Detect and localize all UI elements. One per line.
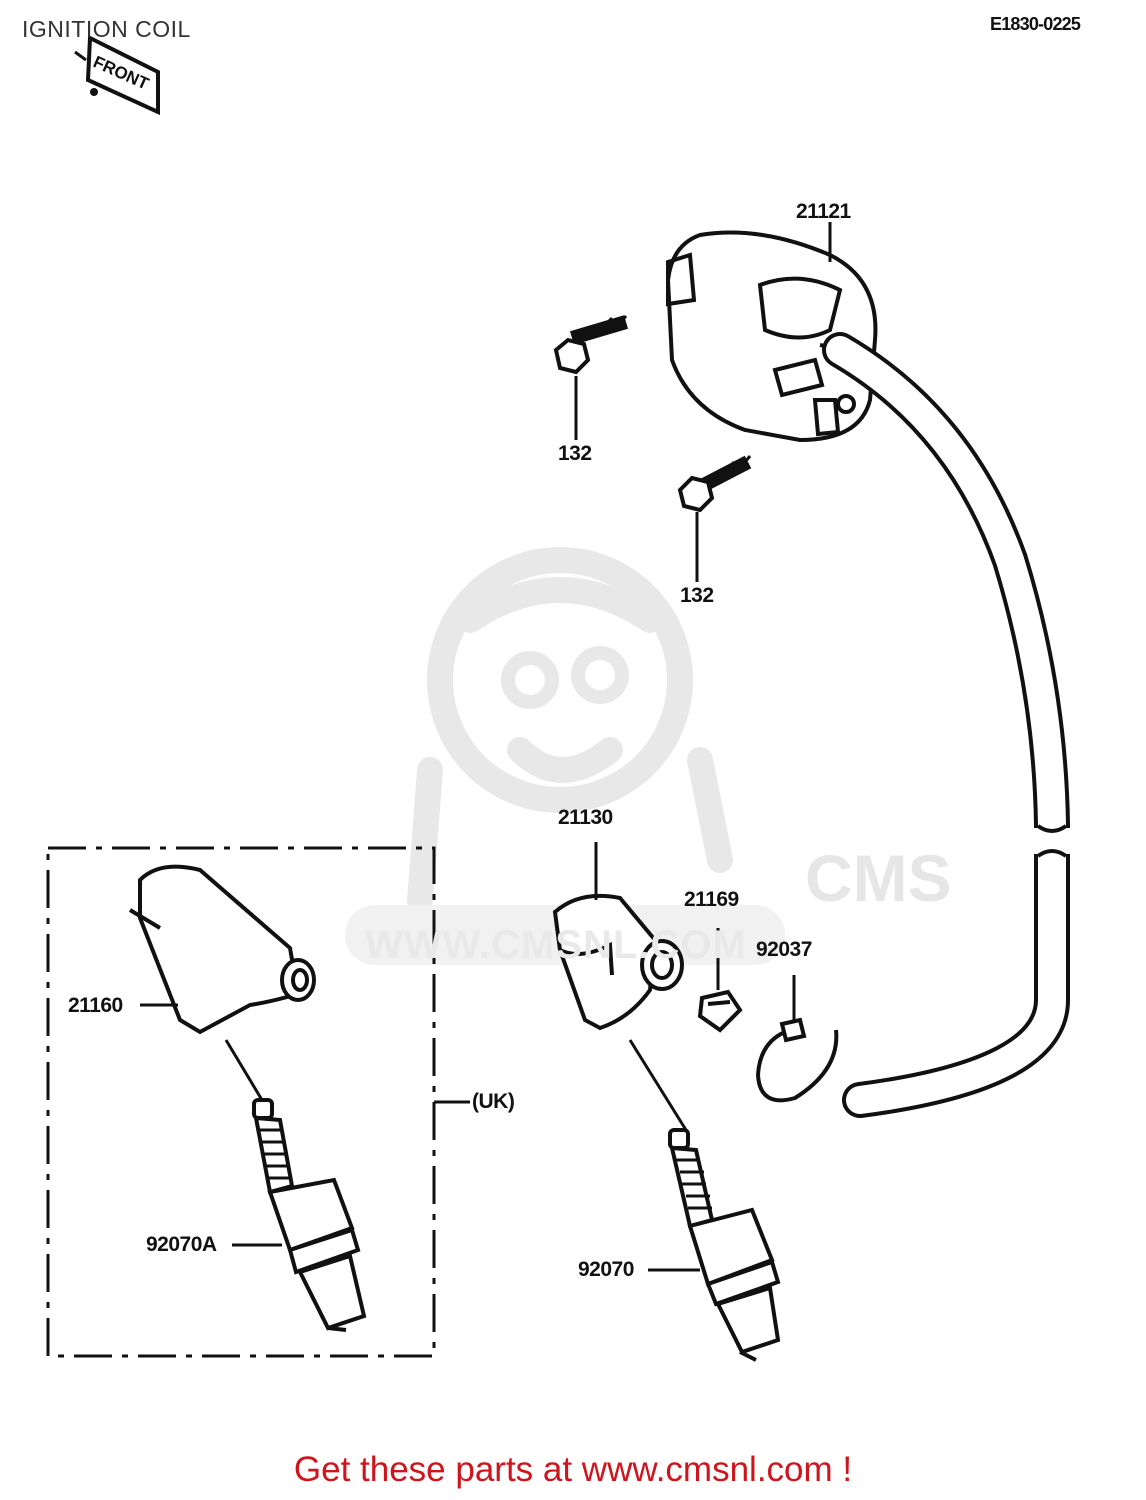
cta-link[interactable]: Get these parts at www.cmsnl.com ! [293,1450,853,1489]
callout-bolt-lower[interactable]: 132 [680,584,714,607]
bolt-lower [677,455,752,513]
plug-cap-uk [128,864,316,1035]
diagram-code: E1830-0225 [990,14,1081,34]
spark-plug-uk [252,1098,367,1332]
ignition-coil [665,230,882,443]
callout-uk-region: (UK) [472,1090,515,1113]
page-title: IGNITION COIL [22,16,191,42]
clamp [697,989,743,1033]
spark-plug [668,1128,781,1362]
callout-clamp[interactable]: 21169 [684,888,739,911]
watermark-logo: CMS [805,841,952,915]
plug-cap [552,893,684,1031]
bolt-upper [553,315,628,375]
callout-plug[interactable]: 92070 [578,1258,634,1281]
watermark-mascot [407,547,733,913]
band [755,1017,839,1103]
watermark-site: WWW.CMSNL.COM [365,923,747,967]
callout-band[interactable]: 92037 [756,938,812,961]
callout-cap-uk[interactable]: 21160 [68,994,123,1017]
callout-cap[interactable]: 21130 [558,806,613,829]
callout-bolt-upper[interactable]: 132 [558,442,592,465]
callout-coil[interactable]: 21121 [796,200,851,223]
front-tag: FRONT [74,34,160,116]
callout-plug-uk[interactable]: 92070A [146,1233,217,1256]
